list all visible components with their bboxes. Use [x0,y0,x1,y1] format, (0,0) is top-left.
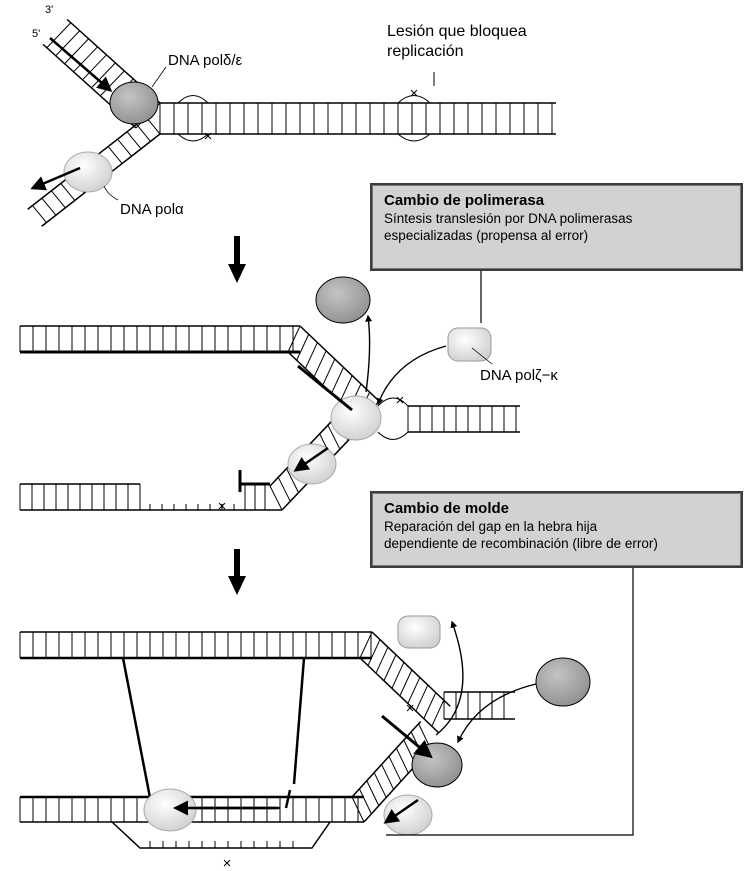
pol-alpha-icon [63,151,113,193]
three-prime-label: 3' [45,4,53,16]
template-switch-box: Cambio de molde Reparación del gap en la… [370,491,743,568]
pol-alpha-label: DNA polα [120,201,184,218]
lesion-mark: × [218,498,227,515]
lagging-nascent-arrow [30,166,81,191]
lagging-nascent-arrow [293,446,329,472]
pol-zeta-kappa-icon [447,327,492,362]
lesion-mark: × [410,85,419,102]
replicative-pol-returning-icon [535,657,591,707]
lesion-bubble [177,95,209,142]
template-switch-strand [284,789,292,809]
lesion-mark: × [406,700,415,717]
upper-daughter-duplex [19,325,300,354]
five-prime-label: 5' [32,28,40,40]
lesion-mark: × [204,128,213,145]
parental-duplex [407,405,520,433]
pol-alpha-leader [103,185,119,201]
recruitment-arrow [376,345,447,406]
pol-delta-epsilon-icon [109,81,159,125]
pol-delta-leader [151,66,167,88]
lesion-mark: × [223,855,232,871]
step-arrow-1 [228,236,246,283]
lagging-nascent-arrow [383,798,419,824]
template-switch-body-line2: dependiente de recombinación (libre de e… [384,536,658,551]
step-arrow-2 [228,549,246,595]
polymerase-switch-title: Cambio de polimerasa [384,192,545,209]
lesion-bubble [397,95,431,142]
ejected-pol-delta-icon [315,276,371,324]
polymerase-switch-body-line2: especializadas (propensa al error) [384,228,589,243]
pol-at-fork-icon [411,742,463,788]
leading-nascent-arrow [49,37,113,92]
lagging-pol-icon [287,443,337,485]
box2-connector [386,566,634,836]
upper-daughter-duplex [19,631,372,660]
fork-arms [351,631,451,823]
panel-polymerase-switch: × × DNA polζ−κ [19,269,558,515]
lagging-pol-icon [383,794,433,836]
parental-duplex [159,102,556,135]
lower-daughter-duplex [19,482,282,511]
pol-zeta-leader [471,347,493,365]
panel-template-switch: × × [19,566,634,871]
return-arrow [457,683,537,744]
lesion-label: Lesión que bloquea replicación [387,22,527,62]
lesion-label-line1: Lesión que bloquea [387,23,527,40]
released-tls-pol-icon [397,615,441,649]
tls-pol-at-fork-icon [330,395,382,441]
lesion-mark: × [396,392,405,409]
gap-filling-pol-icon [143,788,197,832]
panel-replication-fork: × × 3' 5' DNA polδ/ε DNA polα [27,4,556,227]
displaced-gap-loop [111,821,331,849]
template-switch-strand [121,657,306,810]
template-switch-title: Cambio de molde [384,500,510,517]
leading-nascent-arrow [297,364,353,412]
pol-delta-epsilon-label: DNA polδ/ε [168,52,243,69]
release-arrow [435,620,464,736]
template-switch-body-line1: Reparación del gap en la hebra hija [384,519,598,534]
pol-zeta-kappa-label: DNA polζ−κ [480,367,558,384]
polymerase-switch-body-line1: Síntesis translesión por DNA polimerasas [384,211,633,226]
parental-duplex [443,691,515,720]
ejection-arrow [365,314,373,393]
polymerase-switch-box: Cambio de polimerasa Síntesis translesió… [370,183,743,271]
lesion-label-line2: replicación [387,43,464,60]
leading-nascent-arrow [381,714,433,759]
